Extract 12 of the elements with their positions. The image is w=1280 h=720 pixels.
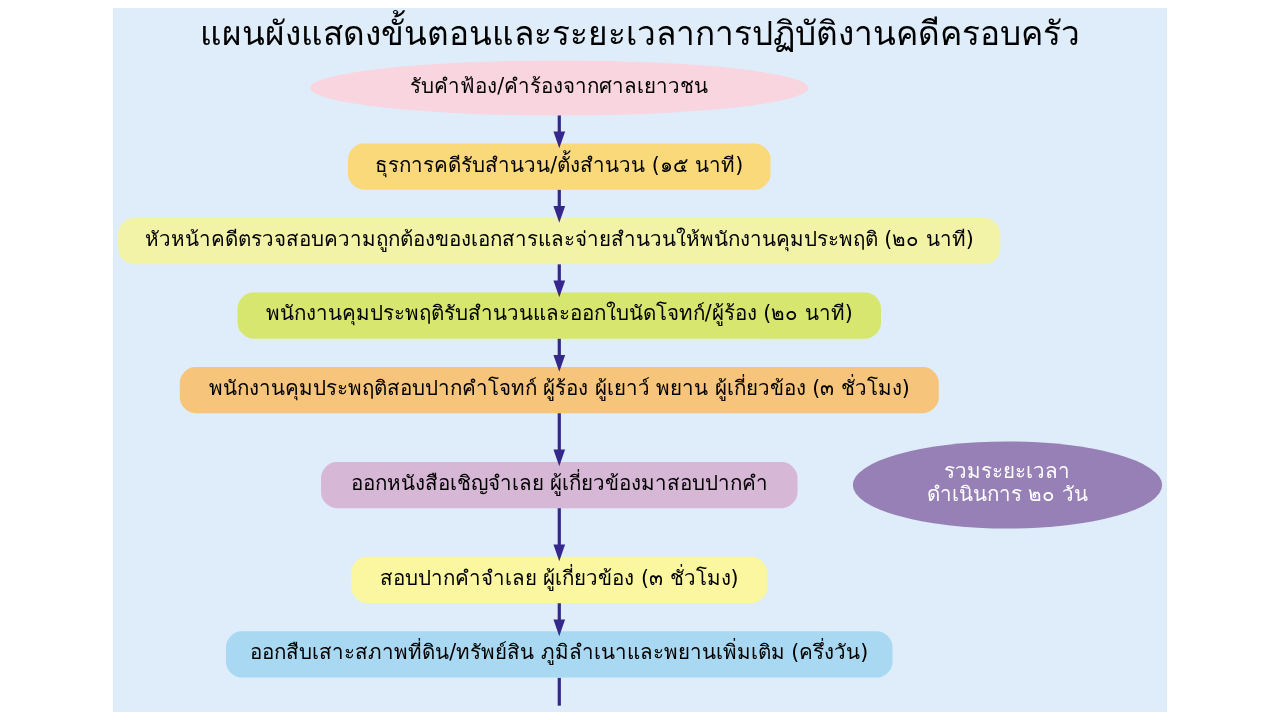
node-box: ออกหนังสือเชิญจำเลย ผู้เกี่ยวข้องมาสอบปากคำ (321, 461, 798, 509)
connector (557, 677, 561, 706)
node-box: พนักงานคุมประพฤติสอบปากคำโจทก์ ผู้ร้อง ผู้เยาว์ พยาน ผู้เกี่ยวข้อง (๓ ชั่วโมง) (179, 366, 939, 414)
node-box: ธุรการคดีรับสำนวน/ตั้งสำนวน (๑๕ นาที) (348, 143, 771, 190)
node-box: พนักงานคุมประพฤติรับสำนวนและออกใบนัดโจทก์/ผู้ร้อง (๒๐ นาที) (237, 292, 881, 339)
arrow (553, 413, 566, 467)
node-box: สอบปากคำจำเลย ผู้เกี่ยวข้อง (๓ ชั่วโมง) (351, 556, 768, 604)
node-box: หัวหน้าคดีตรวจสอบความถูกต้องของเอกสารและจ่ายสำนวนให้พนักงานคุมประพฤติ (๒๐ นาที) (118, 218, 1001, 265)
node-ellipse: รวมระยะเวลา ดำเนินการ ๒๐ วัน (852, 441, 1163, 529)
node-box: ออกสืบเสาะสภาพที่ดิน/ทรัพย์สิน ภูมิลำเนาและพยานเพิ่มเติม (ครึ่งวัน) (226, 631, 893, 678)
node-ellipse: รับคำฟ้อง/คำร้องจากศาลเยาวชน (310, 60, 809, 116)
arrow (553, 508, 566, 562)
